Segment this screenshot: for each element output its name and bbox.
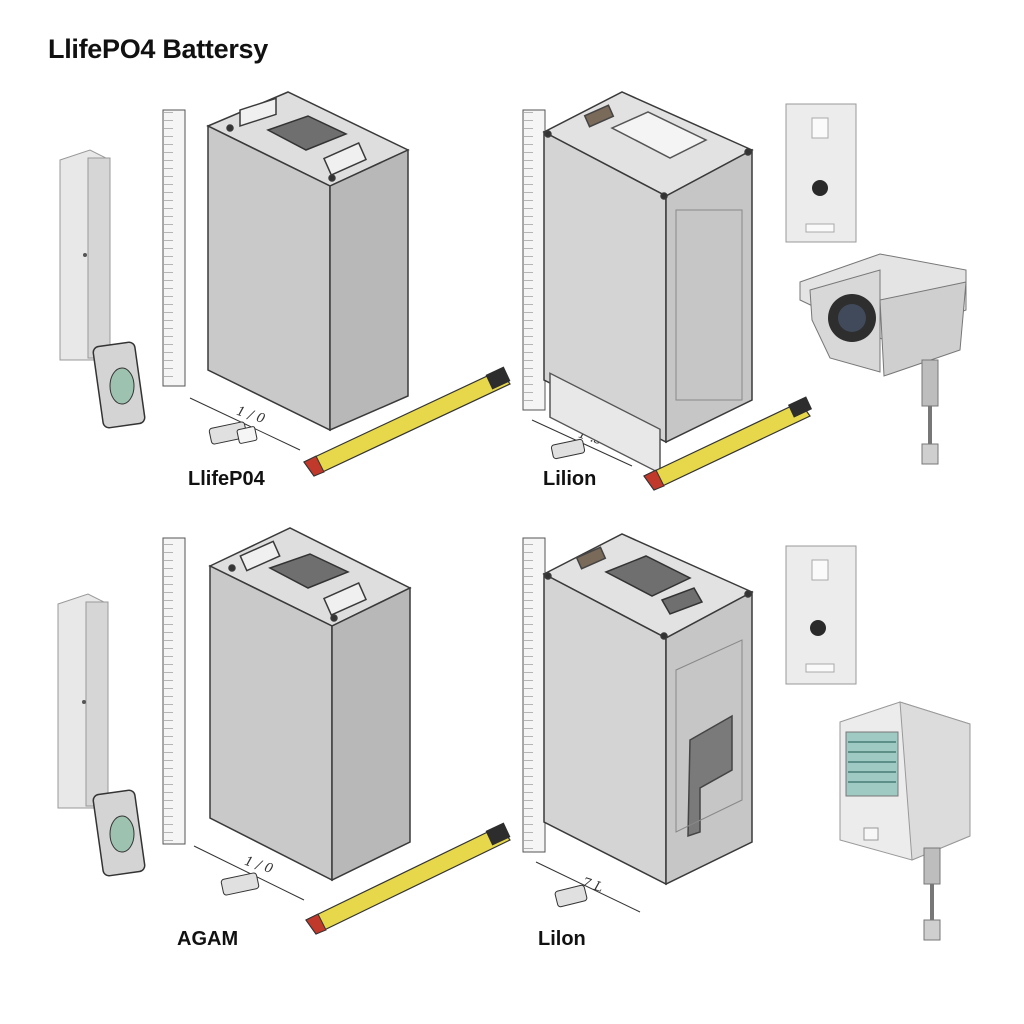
dimension-line-icon (189, 397, 301, 451)
caption-lilion: Lilion (543, 468, 597, 490)
page-title: LlifePO4 Battersy (48, 34, 268, 64)
ruler-icon (162, 109, 186, 387)
panel-3 (57, 527, 511, 935)
caption-lifepo4: LlifeP04 (188, 468, 265, 490)
tape-measure-icon (305, 822, 511, 935)
panel-1 (59, 91, 511, 477)
caption-agam: AGAM (177, 928, 239, 950)
connector-icon (550, 438, 586, 460)
battery-lilion-icon (542, 91, 754, 475)
tape-measure-icon (303, 366, 511, 477)
tape-measure-icon (643, 396, 813, 491)
connector-icon (220, 872, 260, 896)
panel-4 (522, 533, 971, 941)
battery-lifepo4-icon (206, 91, 410, 432)
panel-2 (522, 91, 967, 491)
door-sensor-bar-icon (57, 593, 109, 809)
dimension-line-icon (535, 861, 641, 913)
ruler-icon (162, 537, 186, 845)
door-sensor-bar-icon (59, 149, 111, 361)
ruler-icon (522, 109, 546, 411)
battery-lilon-icon (542, 533, 754, 886)
dimension-line-icon (193, 845, 305, 901)
heater-icon (839, 701, 971, 941)
caption-lilon: Lilon (538, 928, 586, 950)
battery-agm-icon (208, 527, 412, 882)
wall-switch-plate-icon (785, 545, 857, 685)
connector-icon (208, 421, 258, 445)
connector-icon (554, 884, 588, 908)
wall-switch-plate-icon (785, 103, 857, 243)
magnet-sensor-icon (92, 789, 146, 877)
security-camera-icon (799, 253, 967, 465)
magnet-sensor-icon (92, 341, 146, 429)
ruler-icon (522, 537, 546, 853)
